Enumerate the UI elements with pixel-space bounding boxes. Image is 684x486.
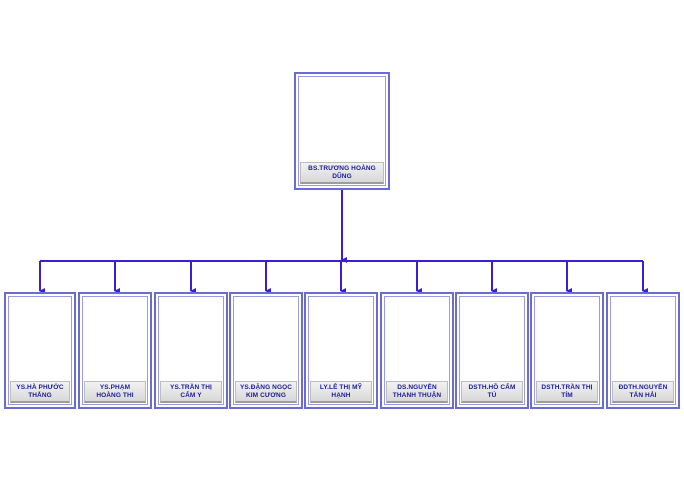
- child-node-label: ĐDTH.NGUYỄN TẤN HẢI: [612, 381, 674, 403]
- child-node-label: DSTH.HỒ CẨM TÚ: [461, 381, 523, 403]
- child-node[interactable]: LY.LÊ THỊ MỸ HẠNH: [304, 292, 378, 409]
- child-node-label: DS.NGUYỄN THANH THUẬN: [386, 381, 448, 403]
- child-node[interactable]: DS.NGUYỄN THANH THUẬN: [380, 292, 454, 409]
- child-node-label: DSTH.TRẦN THỊ TÍM: [536, 381, 598, 403]
- root-node[interactable]: BS.TRƯƠNG HOÀNG DŨNG: [294, 72, 390, 190]
- child-node-label: YS.ĐẶNG NGỌC KIM CƯƠNG: [235, 381, 297, 403]
- child-node[interactable]: YS.TRẦN THỊ CẨM Y: [154, 292, 228, 409]
- child-node[interactable]: YS.ĐẶNG NGỌC KIM CƯƠNG: [229, 292, 303, 409]
- child-node-label: YS.PHẠM HOÀNG THI: [84, 381, 146, 403]
- child-node[interactable]: YS.PHẠM HOÀNG THI: [78, 292, 152, 409]
- child-node[interactable]: DSTH.TRẦN THỊ TÍM: [530, 292, 604, 409]
- child-node[interactable]: ĐDTH.NGUYỄN TẤN HẢI: [606, 292, 680, 409]
- child-node[interactable]: DSTH.HỒ CẨM TÚ: [455, 292, 529, 409]
- child-node-label: YS.TRẦN THỊ CẨM Y: [160, 381, 222, 403]
- root-node-label: BS.TRƯƠNG HOÀNG DŨNG: [300, 162, 384, 184]
- child-node[interactable]: YS.HÀ PHƯỚC THẮNG: [4, 292, 76, 409]
- child-node-label: YS.HÀ PHƯỚC THẮNG: [10, 381, 70, 403]
- child-node-label: LY.LÊ THỊ MỸ HẠNH: [310, 381, 372, 403]
